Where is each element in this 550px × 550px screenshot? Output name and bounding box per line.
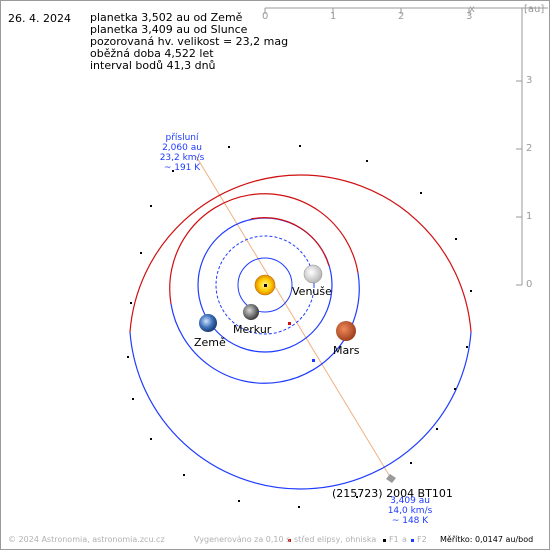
perihelion-title: přísluní — [165, 133, 199, 143]
perihelion-temperature: ~ 191 K — [163, 163, 201, 173]
x-tick-label: 3 — [466, 11, 473, 22]
earth-label: Země — [194, 336, 226, 349]
asteroid-distance: 3,409 au — [390, 496, 430, 506]
info-distance-sun: planetka 3,409 au od Slunce — [90, 23, 248, 36]
legend-and-label: a — [402, 535, 407, 544]
perihelion-speed: 23,2 km/s — [159, 153, 205, 163]
copyright-link[interactable]: © 2024 Astronomia, astronomia.zcu.cz — [8, 535, 165, 544]
generation-time: Vygenerováno za 0,10 s — [194, 535, 291, 544]
legend-center-dot — [288, 539, 291, 542]
asteroid-orbit-far — [129, 331, 472, 490]
legend-center-label: střed elipsy, ohniska — [294, 535, 377, 544]
asteroid-orbit-near — [129, 174, 472, 333]
asteroid-speed: 14,0 km/s — [387, 506, 433, 516]
asteroid-orbit-points — [127, 145, 472, 508]
perihelion-info: přísluní 2,060 au 23,2 km/s ~ 191 K — [152, 133, 212, 173]
asteroid-info: 3,409 au 14,0 km/s ~ 148 K — [382, 496, 438, 526]
venus — [303, 264, 323, 284]
legend-f2-dot — [411, 539, 414, 542]
info-period: oběžná doba 4,522 let — [90, 47, 214, 60]
footer: © 2024 Astronomia, astronomia.zcu.cz Vyg… — [0, 530, 550, 550]
info-magnitude: pozorovaná hv. velikost = 23,2 mag — [90, 35, 289, 48]
mercury-orbit — [237, 257, 293, 313]
y-tick-label: 3 — [526, 75, 533, 86]
legend-f1-dot — [383, 539, 386, 542]
mars-orbit-blue — [170, 272, 360, 384]
venus-label: Venuše — [292, 285, 332, 298]
asteroid-temperature: ~ 148 K — [391, 516, 429, 526]
mars-label: Mars — [333, 344, 360, 357]
info-panel: 26. 4. 2024 planetka 3,502 au od Země pl… — [0, 0, 288, 90]
date-label: 26. 4. 2024 — [8, 12, 71, 25]
legend-f1-label: F1 — [389, 535, 399, 544]
asteroid-name: (215723) 2004 BT101 — [332, 487, 453, 500]
ellipse-center-marker — [288, 322, 291, 325]
earth — [199, 314, 217, 332]
info-distance-earth: planetka 3,502 au od Země — [90, 11, 243, 24]
x-axis-unit: x — [469, 4, 475, 15]
x-tick-label: 1 — [330, 11, 337, 22]
y-tick-label: 2 — [526, 143, 533, 154]
sun-focus-marker — [264, 284, 267, 287]
earth-orbit-red — [250, 216, 330, 267]
venus-orbit — [215, 235, 315, 335]
y-axis-ticks — [516, 80, 522, 286]
legend-f2-label: F2 — [417, 535, 427, 544]
mars — [336, 321, 356, 341]
y-tick-label: 1 — [526, 211, 533, 222]
mercury — [243, 304, 259, 320]
focus-f2-marker — [312, 359, 315, 362]
mercury-label: Merkur — [233, 323, 272, 336]
x-axis-ticks — [264, 8, 470, 14]
y-axis-unit: [au] — [524, 4, 545, 15]
perihelion-distance: 2,060 au — [162, 143, 202, 153]
info-interval: interval bodů 41,3 dnů — [90, 59, 216, 72]
x-tick-label: 2 — [398, 11, 405, 22]
apsidal-line — [195, 155, 393, 481]
scale-label: Měřítko: 0,0147 au/bod — [440, 535, 534, 544]
x-tick-label: 0 — [262, 11, 269, 22]
mars-orbit-red — [169, 193, 359, 305]
y-tick-label: 0 — [526, 279, 533, 290]
asteroid-marker — [386, 474, 396, 483]
